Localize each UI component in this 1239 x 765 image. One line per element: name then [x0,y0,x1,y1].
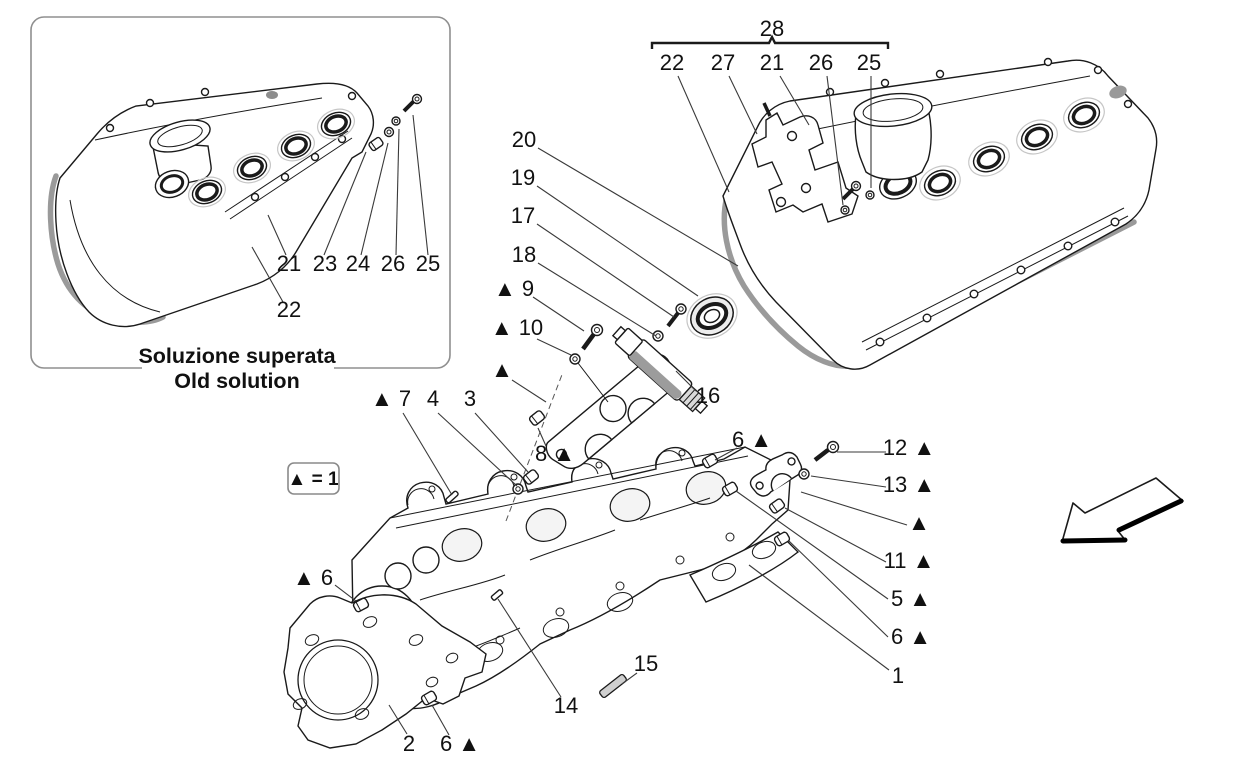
callout-triangle-left: ▲ [491,357,513,382]
inset-callouts: 21 23 24 26 25 22 [251,114,440,322]
callout-26-new: 26 [809,50,833,75]
callout-6-right: 6 ▲ [891,624,931,649]
cover-plug-dot [266,91,278,99]
caption-mask [142,346,334,372]
callout-22-new: 22 [660,50,684,75]
callout-21-inset: 21 [277,251,301,276]
cam-cap-assembly [545,325,709,469]
callout-27: 27 [711,50,735,75]
oil-filler-new [853,92,933,181]
callout-15: 15 [634,651,658,676]
inset-old-solution: 21 23 24 26 25 22 Soluzione superata Old… [30,16,451,393]
main-leaders [334,147,908,736]
callout-3: 3 [464,386,476,411]
group-28: 28 22 27 21 26 25 [650,16,890,206]
seal-ring [686,293,738,339]
callout-24-inset: 24 [346,251,370,276]
callout-8: 8 ▲ [535,441,575,466]
plug-seals-new [879,97,1105,201]
callout-16: 16 [696,383,720,408]
cam-cap-small [749,451,803,497]
callout-21-new: 21 [760,50,784,75]
callout-1: 1 [892,663,904,688]
inset-caption-english: Old solution [174,369,299,393]
callout-7: ▲ 7 [371,386,411,411]
cover-plug-dot-right [1109,85,1127,99]
plug-seals-old [188,108,355,208]
inset-caption-italian: Soluzione superata [138,344,336,368]
old-valve-cover-drawing [47,82,423,328]
callout-5: 5 ▲ [891,586,931,611]
cylinder-head-drawing: 20 19 17 18 ▲ 9 ▲ 10 ▲ ▲ 7 4 3 8 ▲ 16 6 … [283,127,935,756]
callout-25-new: 25 [857,50,881,75]
callout-11: 11 ▲ [884,548,935,573]
callout-2: 2 [403,731,415,756]
legend: ▲ = 1 [287,462,340,495]
callout-18: 18 [512,242,536,267]
loose-hardware [352,293,840,706]
legend-label: ▲ = 1 [287,469,338,490]
callout-6-bottom: 6 ▲ [440,731,480,756]
new-valve-cover: 28 22 27 21 26 25 [650,16,1158,370]
callout-22-inset: 22 [277,297,301,322]
callout-28: 28 [760,16,784,41]
callout-23-inset: 23 [313,251,337,276]
callout-10: ▲ 10 [491,315,543,340]
grouping-bracket [650,34,890,49]
cover-bolt-hardware [840,180,875,215]
callout-triangle-right: ▲ [908,510,930,535]
callout-6-left: ▲ 6 [293,565,333,590]
head-gasket-2 [283,594,487,749]
callout-26-inset: 26 [381,251,405,276]
callout-19: 19 [511,165,535,190]
callout-6-top: 6 ▲ [732,427,772,452]
callout-13: 13 ▲ [883,472,935,497]
direction-arrow-icon [1060,477,1184,544]
callout-4: 4 [427,386,439,411]
old-cover-hardware [368,93,423,152]
main-callouts: 20 19 17 18 ▲ 9 ▲ 10 ▲ ▲ 7 4 3 8 ▲ 16 6 … [293,127,935,756]
callout-9: ▲ 9 [494,276,534,301]
callout-14: 14 [554,693,578,718]
solenoid-16 [611,325,709,415]
callout-17: 17 [511,203,535,228]
callout-20: 20 [512,127,536,152]
callout-25-inset: 25 [416,251,440,276]
callout-12: 12 ▲ [883,435,935,460]
legend-box [287,462,340,495]
